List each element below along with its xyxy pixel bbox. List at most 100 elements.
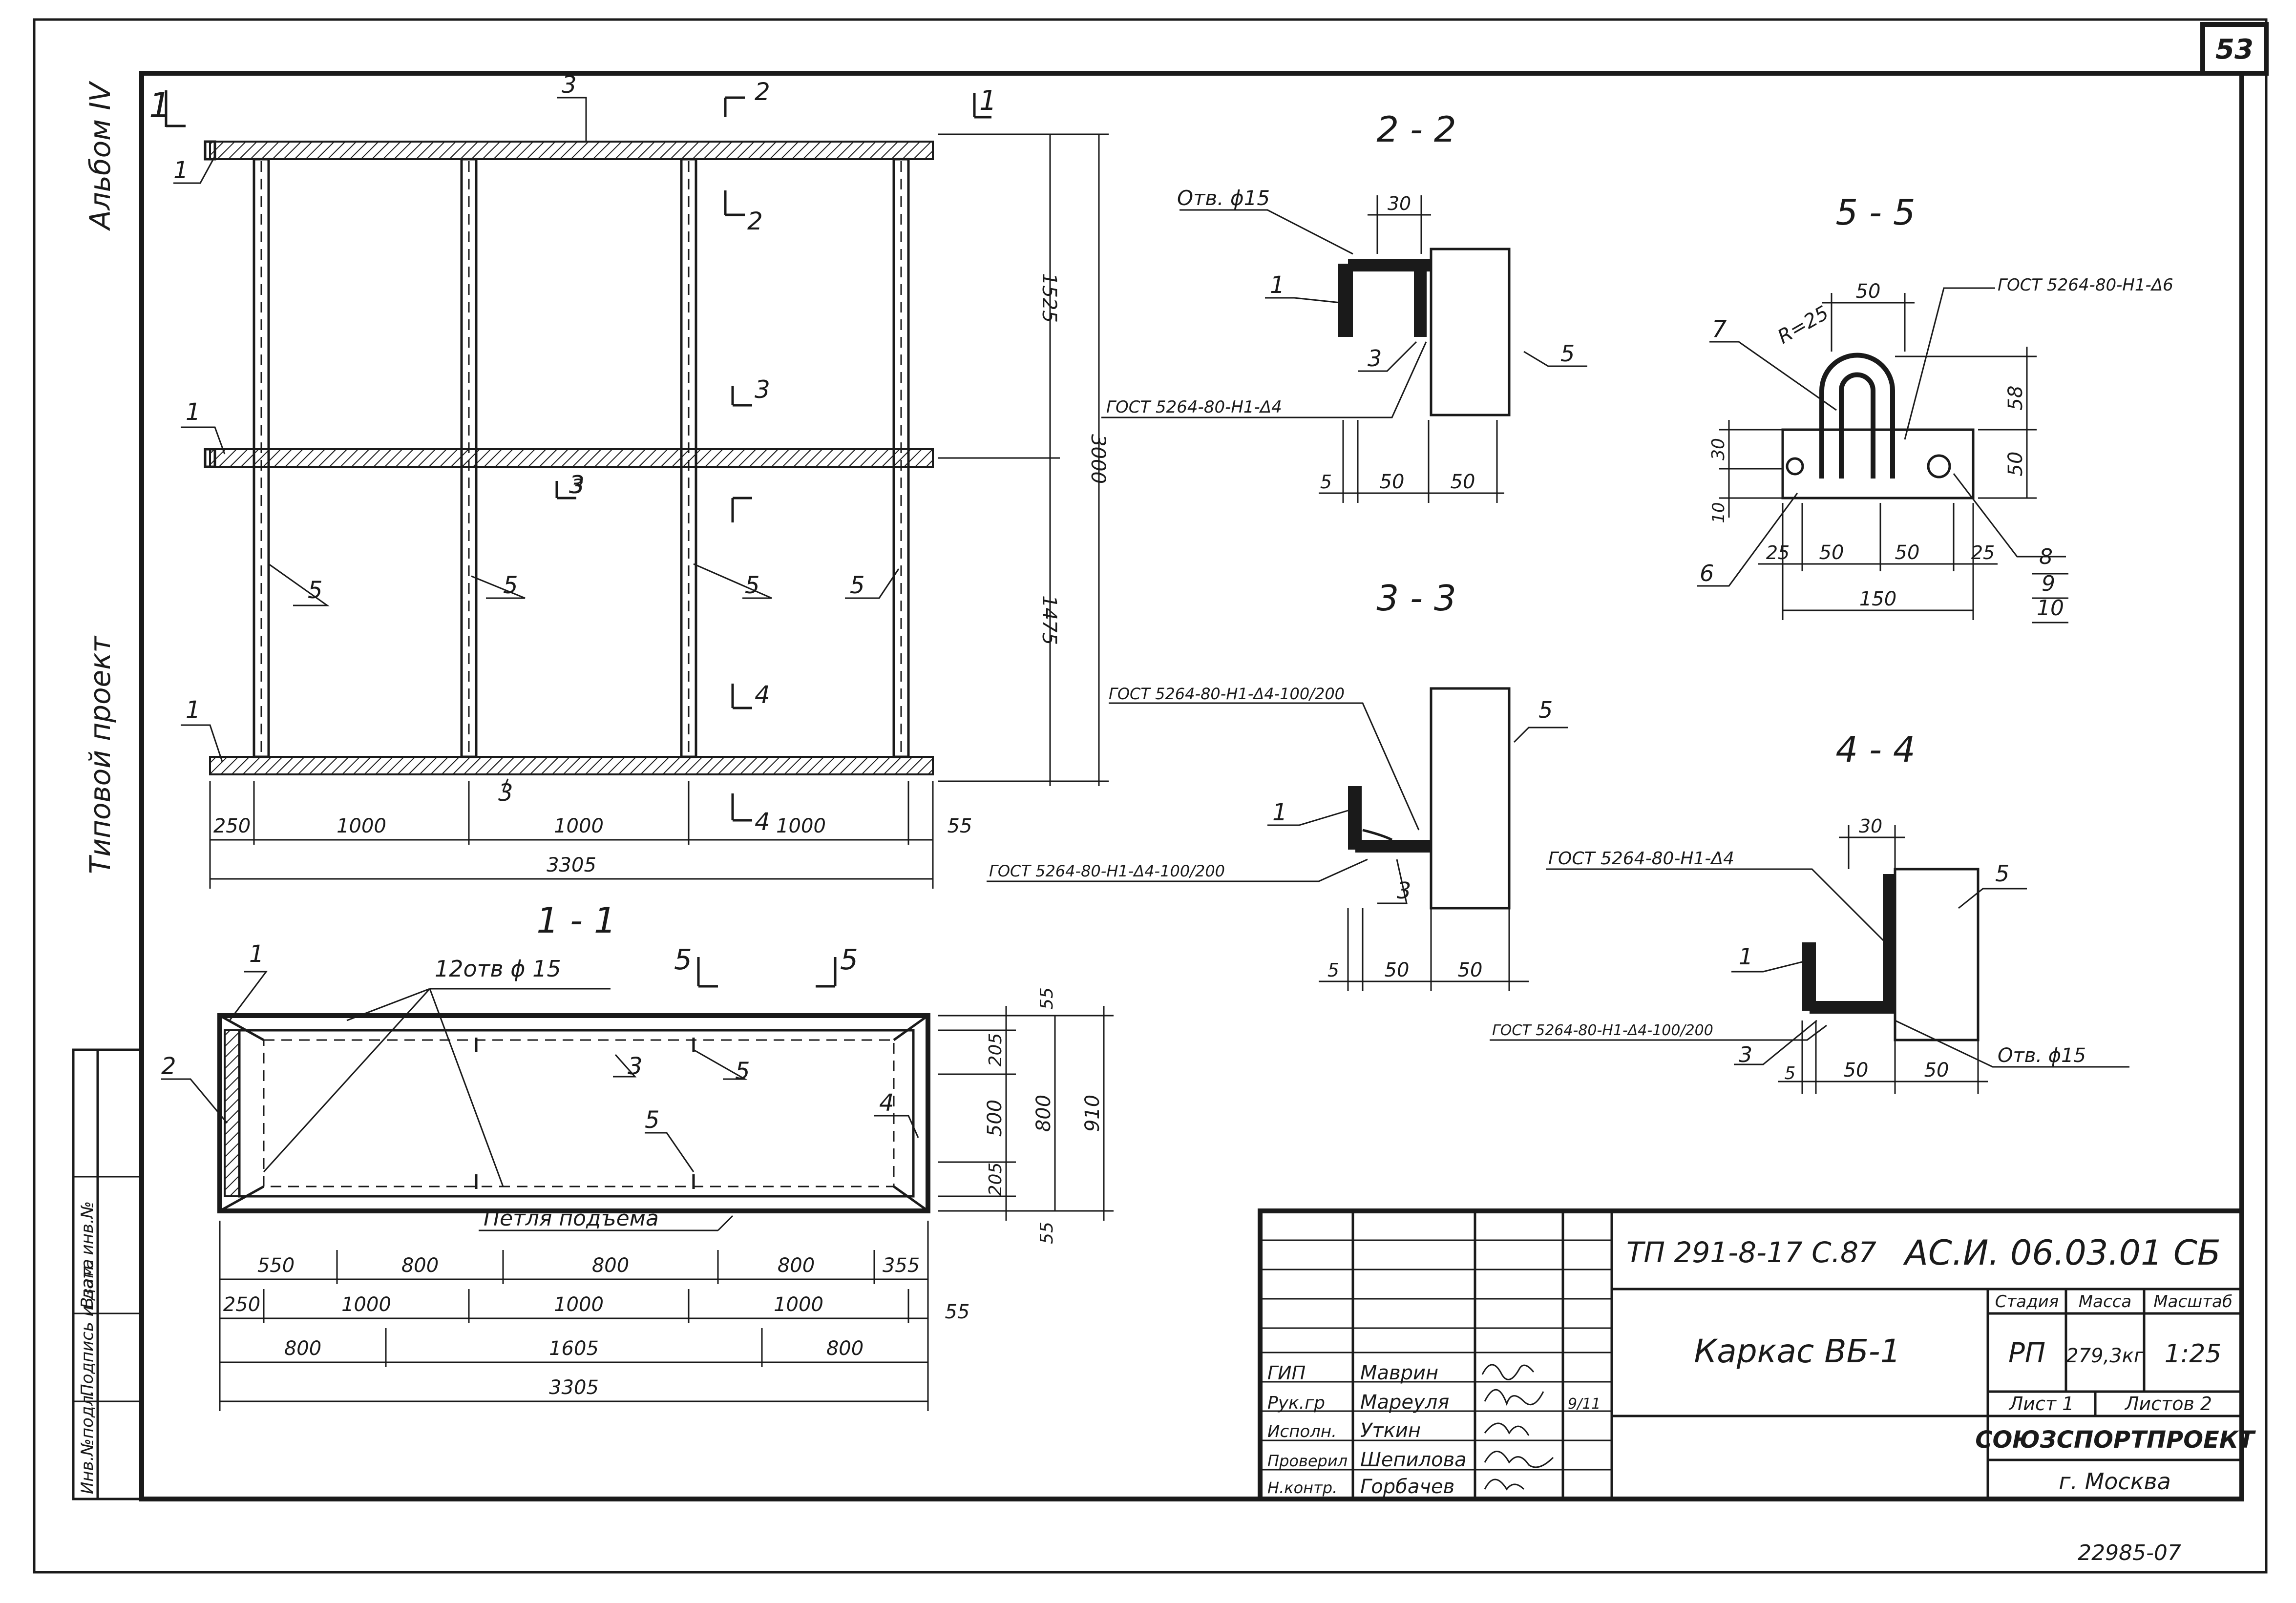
elevation-part-5-a: 5 xyxy=(308,577,323,604)
doc-number: АС.И. 06.03.01 СБ xyxy=(1903,1233,2221,1273)
plan-part-1: 1 xyxy=(249,940,264,968)
plan-part-2: 2 xyxy=(161,1053,176,1080)
city: г. Москва xyxy=(2059,1468,2171,1495)
field-replaced-inv: Взам. инв.№ xyxy=(78,1201,97,1309)
elevation-dim-3000: 3000 xyxy=(1087,434,1109,484)
plan-dim-row3-b: 1605 xyxy=(549,1337,599,1360)
section-2-2-dim-30: 30 xyxy=(1388,193,1411,214)
plan-dim-row1-e: 355 xyxy=(883,1254,920,1277)
plan-holes-note: 12отв ϕ 15 xyxy=(435,956,561,982)
plan-vdim-500: 500 xyxy=(984,1100,1006,1137)
organization: СОЮЗСПОРТПРОЕКТ xyxy=(1975,1426,2256,1454)
section-4-4: 4 - 4 30 ГОСТ 5264-80-Н1-Δ4 ГОСТ 5264-80… xyxy=(1490,729,2129,1094)
elevation-dim-55: 55 xyxy=(948,815,972,837)
elevation-view: 1 xyxy=(149,71,1109,889)
plan-part-5-a: 5 xyxy=(735,1058,750,1085)
elevation-view-mark: 1 xyxy=(149,85,171,125)
elevation-part-3-middle: 3 xyxy=(571,476,584,498)
name-checker: Шепилова xyxy=(1360,1449,1467,1471)
plan-dim-row1-d: 800 xyxy=(778,1254,815,1277)
stage-value: РП xyxy=(2008,1337,2045,1369)
signatures xyxy=(1481,1364,1554,1491)
section-2-2-part-1: 1 xyxy=(1270,271,1285,299)
title-block: ТП 291-8-17 С.87 АС.И. 06.03.01 СБ Карка… xyxy=(1258,1208,2256,1501)
elevation-section-mark-1: 1 xyxy=(979,85,997,117)
elevation-dim-1000-c: 1000 xyxy=(776,815,826,837)
section-3-3-dim-5: 5 xyxy=(1327,959,1339,981)
lifting-loop-label: Петля подъема xyxy=(484,1206,659,1231)
archive-number: 22985-07 xyxy=(2078,1541,2181,1565)
elevation-section-mark-4a: 4 xyxy=(755,681,770,709)
plan-dim-row3-a: 800 xyxy=(284,1337,321,1360)
section-4-4-dim-5: 5 xyxy=(1785,1063,1796,1083)
section-3-3: 3 - 3 ГОСТ 5264-80-Н1-Δ4-100/200 ГОСТ 52… xyxy=(987,578,1568,991)
section-2-2-hole: Отв. ϕ15 xyxy=(1177,186,1270,210)
section-4-4-part-1: 1 xyxy=(1739,943,1753,970)
elevation-part-3-bottom: 3 xyxy=(498,779,513,807)
scale-label: Масштаб xyxy=(2153,1292,2233,1312)
plan-dim-row2-b: 1000 xyxy=(341,1293,391,1316)
section-3-3-part-1: 1 xyxy=(1272,799,1287,826)
section-5-5-dim-25-a: 25 xyxy=(1766,542,1790,563)
section-5-5-part-7: 7 xyxy=(1712,315,1727,343)
plan-dim-row1-b: 800 xyxy=(401,1254,439,1277)
field-signature-date: Подпись и дата xyxy=(78,1259,97,1396)
mass-value: 279,3кг xyxy=(2066,1345,2145,1367)
elevation-part-5-b: 5 xyxy=(503,572,518,599)
section-5-5-dim-top-50: 50 xyxy=(1856,280,1881,303)
plan-dim-row2-e: 55 xyxy=(945,1301,970,1323)
album-label: Альбом IV xyxy=(84,81,117,231)
section-5-5-title: 5 - 5 xyxy=(1835,192,1915,233)
section-2-2-dim-50-b: 50 xyxy=(1451,471,1475,493)
section-3-3-dim-50-a: 50 xyxy=(1385,959,1410,981)
project-type-label: Типовой проект xyxy=(84,635,117,874)
sheet-frame: 53 xyxy=(33,18,2269,1574)
section-5-5-dim-25-b: 25 xyxy=(1971,542,1995,563)
elevation-section-mark-2b: 2 xyxy=(747,207,763,235)
section-5-5-dim-10: 10 xyxy=(1709,502,1728,523)
section-5-5-dim-50-b: 50 xyxy=(1895,541,1920,564)
section-4-4-title: 4 - 4 xyxy=(1835,729,1915,770)
name-gip: Маврин xyxy=(1360,1362,1438,1384)
section-5-5-weld: ГОСТ 5264-80-Н1-Δ6 xyxy=(1998,275,2173,295)
role-norm-control: Н.контр. xyxy=(1267,1478,1337,1497)
elevation-section-mark-3a: 3 xyxy=(755,375,770,404)
role-gip: ГИП xyxy=(1267,1362,1306,1384)
plan-dim-row2-a: 250 xyxy=(223,1293,260,1316)
elevation-part-3-top: 3 xyxy=(562,71,577,99)
elevation-dim-1000-a: 1000 xyxy=(337,815,386,837)
plan-section-mark-5a: 5 xyxy=(674,943,692,976)
plan-section-mark-5b: 5 xyxy=(840,943,858,976)
section-5-5-part-8: 8 xyxy=(2039,544,2053,569)
role-checker: Проверил xyxy=(1267,1452,1348,1470)
role-executor: Исполн. xyxy=(1267,1422,1337,1441)
drawing-name: Каркас ВБ-1 xyxy=(1694,1332,1900,1370)
plan-1-1-title: 1 - 1 xyxy=(536,900,616,941)
section-2-2: 2 - 2 Отв. ϕ15 30 1 3 5 ГОСТ 5264-80-Н1-… xyxy=(1101,109,1587,503)
elevation-section-mark-3b: 3 xyxy=(569,471,585,499)
section-3-3-part-5: 5 xyxy=(1538,697,1553,723)
section-4-4-dim-30: 30 xyxy=(1859,815,1882,837)
elevation-dim-1525: 1525 xyxy=(1038,273,1060,323)
plan-1-1: 1 - 1 12отв ϕ 15 5 5 xyxy=(161,900,1114,1411)
stage-label: Стадия xyxy=(1995,1292,2059,1312)
section-5-5-dim-30: 30 xyxy=(1708,438,1728,460)
elevation-section-mark-2a: 2 xyxy=(755,78,770,106)
plan-vdim-800: 800 xyxy=(1032,1095,1055,1132)
sheets-label: Листов 2 xyxy=(2124,1393,2212,1415)
elevation-part-5-d: 5 xyxy=(850,572,865,599)
section-4-4-part-5: 5 xyxy=(1995,860,2009,887)
elevation-dim-total: 3305 xyxy=(547,854,596,876)
section-2-2-weld: ГОСТ 5264-80-Н1-Δ4 xyxy=(1106,397,1282,417)
section-2-2-title: 2 - 2 xyxy=(1376,109,1456,150)
section-5-5-dim-50-v: 50 xyxy=(2004,452,2027,477)
side-stamp: Альбом IV Типовой проект Инв.№подл. Подп… xyxy=(72,81,143,1500)
section-4-4-dim-50-a: 50 xyxy=(1844,1059,1869,1082)
plan-dim-row2-c: 1000 xyxy=(554,1293,604,1316)
sheet-number: 53 xyxy=(2215,34,2254,65)
plan-part-3: 3 xyxy=(628,1053,643,1080)
plan-dim-row1-a: 550 xyxy=(257,1254,295,1277)
section-3-3-part-3: 3 xyxy=(1397,877,1411,904)
date-group-lead: 9/11 xyxy=(1568,1395,1601,1413)
